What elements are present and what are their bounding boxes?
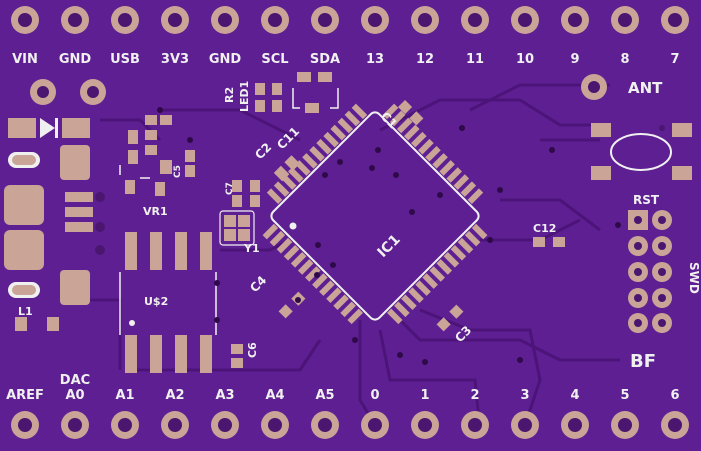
pin-label: VIN xyxy=(12,52,38,67)
swd-header xyxy=(628,210,672,333)
vr1-label: VR1 xyxy=(143,205,168,218)
rst-label: RST xyxy=(633,193,660,207)
led1-label: LED1 xyxy=(238,81,251,112)
c12-cap xyxy=(533,237,565,247)
pin-label: 9 xyxy=(570,52,579,67)
pin-label: 4 xyxy=(570,388,579,403)
pin-label: SCL xyxy=(261,52,288,67)
ic1-chip xyxy=(262,103,488,325)
pin-label: 5 xyxy=(620,388,629,403)
pin-label: 7 xyxy=(670,52,679,67)
vr1-region xyxy=(119,115,195,196)
pin-label: 8 xyxy=(620,52,629,67)
right-labels: ANT RST SWD BF xyxy=(628,79,701,372)
pin-label: A3 xyxy=(215,388,234,403)
c6-label: C6 xyxy=(246,342,259,358)
pin-label: 13 xyxy=(366,52,384,67)
pin-label: 1 xyxy=(420,388,429,403)
pin-label: 11 xyxy=(466,52,484,67)
antenna-region xyxy=(581,74,692,180)
pin-label: GND xyxy=(209,52,242,67)
diode-symbol xyxy=(40,118,55,138)
r2-label: R2 xyxy=(223,87,236,103)
pin-label: A2 xyxy=(165,388,184,403)
pin-label: SDA xyxy=(310,52,340,67)
pin-label: 6 xyxy=(670,388,679,403)
c5-label: C5 xyxy=(173,165,183,178)
pin-label: A5 xyxy=(315,388,334,403)
pin-label: 2 xyxy=(470,388,479,403)
vias xyxy=(157,107,621,365)
pin-label: A0 xyxy=(65,388,84,403)
top-header-pads xyxy=(11,6,689,34)
ic1-pin1-dot xyxy=(289,222,297,230)
pin-label: USB xyxy=(110,52,140,67)
pin-label: 3 xyxy=(520,388,529,403)
pin-label: 3V3 xyxy=(161,52,189,67)
u2-region xyxy=(119,232,243,373)
dac-label: DAC xyxy=(60,373,90,388)
ant-label: ANT xyxy=(628,79,663,97)
pin-label: AREF xyxy=(6,388,44,403)
c7-label: C7 xyxy=(225,182,235,195)
bottom-header-pads xyxy=(11,411,689,439)
l1-label: L1 xyxy=(18,305,33,318)
pin-label: 10 xyxy=(516,52,534,67)
bf-label: BF xyxy=(630,351,656,372)
pin-label: A1 xyxy=(115,388,134,403)
pin-label: 0 xyxy=(370,388,379,403)
swd-label: SWD xyxy=(687,262,701,294)
bottom-header-labels: AREF A0 A1 A2 A3 A4 A5 0 1 2 3 4 5 6 DAC xyxy=(6,373,679,403)
pin-label: 12 xyxy=(416,52,434,67)
y1-region xyxy=(219,180,260,246)
traces xyxy=(70,83,620,431)
c12-label: C12 xyxy=(533,222,556,235)
pin-label: A4 xyxy=(265,388,284,403)
top-header-labels: VIN GND USB 3V3 GND SCL SDA 13 12 11 10 … xyxy=(12,52,679,67)
y1-label: Y1 xyxy=(243,242,260,255)
r2-led1-region xyxy=(255,72,339,113)
pin-label: GND xyxy=(59,52,92,67)
u2-label: U$2 xyxy=(144,295,168,308)
left-side-components xyxy=(4,79,106,331)
